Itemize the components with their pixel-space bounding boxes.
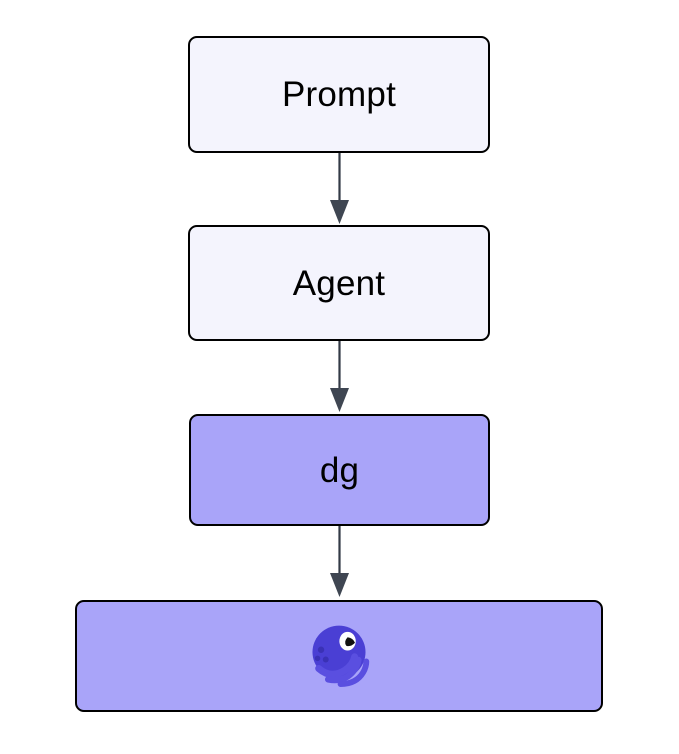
flow-node-prompt[interactable]: Prompt [188, 36, 490, 153]
flow-node-prompt-label: Prompt [281, 75, 396, 114]
flow-node-dg-label: dg [319, 450, 360, 490]
edge-agent-to-dg [330, 341, 349, 412]
flow-node-dg[interactable]: dg [189, 414, 490, 526]
octopus-logo-icon [312, 625, 370, 688]
edge-prompt-to-agent [330, 153, 349, 224]
flow-node-agent[interactable]: Agent [188, 225, 490, 341]
edge-dg-to-logo [330, 526, 349, 597]
flow-node-logo[interactable] [75, 600, 603, 712]
flow-node-agent-label: Agent [292, 263, 386, 303]
